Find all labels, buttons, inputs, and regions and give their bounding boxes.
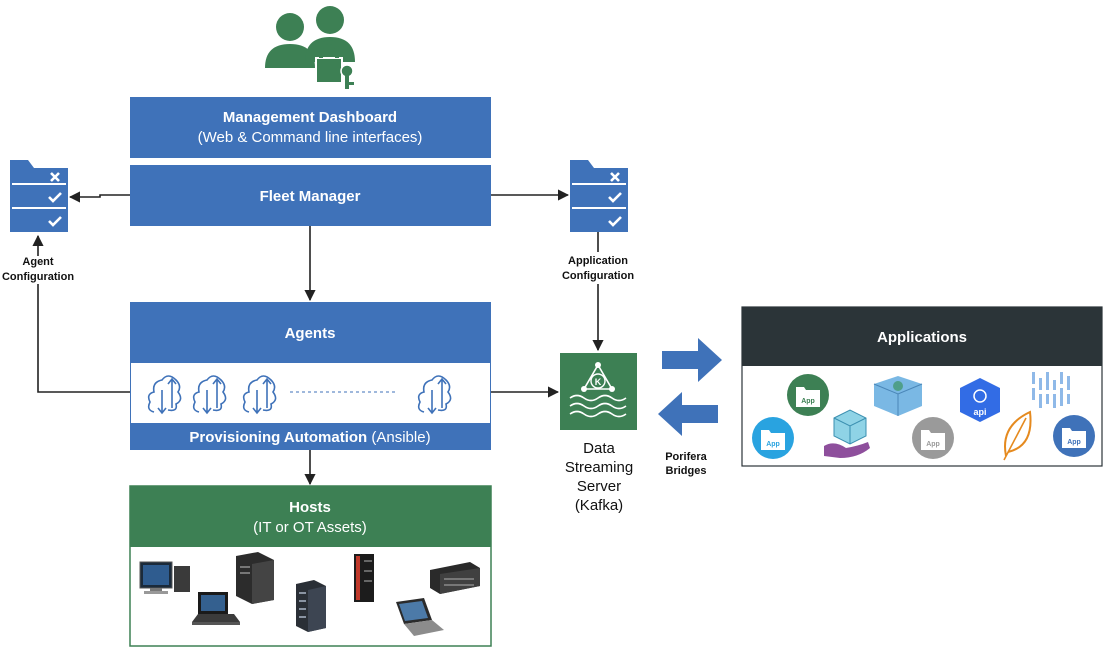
hosts-title: Hosts [289, 499, 331, 516]
kafka-icon-letter: K [595, 377, 602, 387]
cube-3d-icon [873, 376, 923, 416]
application-config-folder-icon [570, 160, 628, 232]
agent-icons [147, 375, 452, 415]
rack-server-icon [296, 580, 326, 632]
connectors [32, 189, 604, 486]
agent-config-label: Agent Configuration [2, 256, 74, 283]
notebook-icon [396, 598, 444, 636]
kafka-server-icon[interactable]: K [560, 353, 637, 430]
kafka-label: Data Streaming Server (Kafka) [565, 440, 633, 514]
provisioning-automation-label: Provisioning Automation (Ansible) [189, 429, 430, 446]
porifera-bridges-label: Porifera Bridges [665, 451, 707, 477]
svg-text:(Kafka): (Kafka) [575, 497, 623, 514]
app-folder-icon-grey: App [912, 417, 954, 459]
management-dashboard-subtitle: (Web & Command line interfaces) [198, 129, 423, 146]
bridge-arrow-left [658, 392, 718, 436]
bridge-arrow-right [662, 338, 722, 382]
agent-sync-icon [192, 375, 227, 415]
svg-text:Agent: Agent [22, 256, 54, 268]
mainframe-icon [354, 554, 374, 602]
agents-box[interactable]: Agents Provisioning Automation (Ansible) [130, 302, 491, 450]
management-dashboard-box[interactable]: Management Dashboard (Web & Command line… [130, 97, 491, 158]
svg-text:Configuration: Configuration [2, 271, 74, 283]
agent-sync-icon [242, 375, 277, 415]
tower-server-icon [236, 552, 274, 604]
applications-title: Applications [877, 329, 967, 346]
laptop-icon [192, 592, 240, 625]
svg-text:Bridges: Bridges [666, 465, 707, 477]
agents-title: Agents [285, 325, 336, 342]
svg-text:App: App [801, 398, 815, 405]
svg-text:Porifera: Porifera [665, 451, 707, 463]
data-cube-hand-icon [824, 409, 870, 458]
leaf-icon [1003, 410, 1032, 461]
app-folder-icon-green: App [787, 374, 829, 416]
svg-text:Streaming: Streaming [565, 459, 633, 476]
management-dashboard-title: Management Dashboard [223, 109, 397, 126]
application-icons: App App App api [752, 372, 1095, 461]
users-lock-icon [265, 6, 355, 89]
svg-text:Data: Data [583, 440, 615, 457]
api-icon: api [960, 378, 1000, 422]
svg-text:Server: Server [577, 478, 621, 495]
svg-text:App: App [766, 441, 780, 448]
fleet-manager-box[interactable]: Fleet Manager [130, 165, 491, 226]
app-folder-icon-lightblue: App [752, 417, 794, 459]
agent-config-folder-icon [10, 160, 68, 232]
bars-pattern-icon [1032, 372, 1070, 408]
fleet-manager-title: Fleet Manager [260, 188, 361, 205]
svg-text:Configuration: Configuration [562, 270, 634, 282]
agent-sync-icon [147, 375, 182, 415]
svg-text:api: api [973, 407, 986, 417]
desktop-pc-icon [139, 561, 190, 594]
application-config-label: Application Configuration [562, 255, 634, 282]
agent-sync-icon [417, 375, 452, 415]
rackmount-server-icon [430, 562, 480, 594]
app-folder-icon-blue: App [1053, 415, 1095, 457]
host-devices [139, 552, 480, 636]
hosts-subtitle: (IT or OT Assets) [253, 519, 367, 536]
svg-text:Application: Application [568, 255, 628, 267]
svg-text:App: App [926, 441, 940, 448]
svg-text:App: App [1067, 439, 1081, 446]
